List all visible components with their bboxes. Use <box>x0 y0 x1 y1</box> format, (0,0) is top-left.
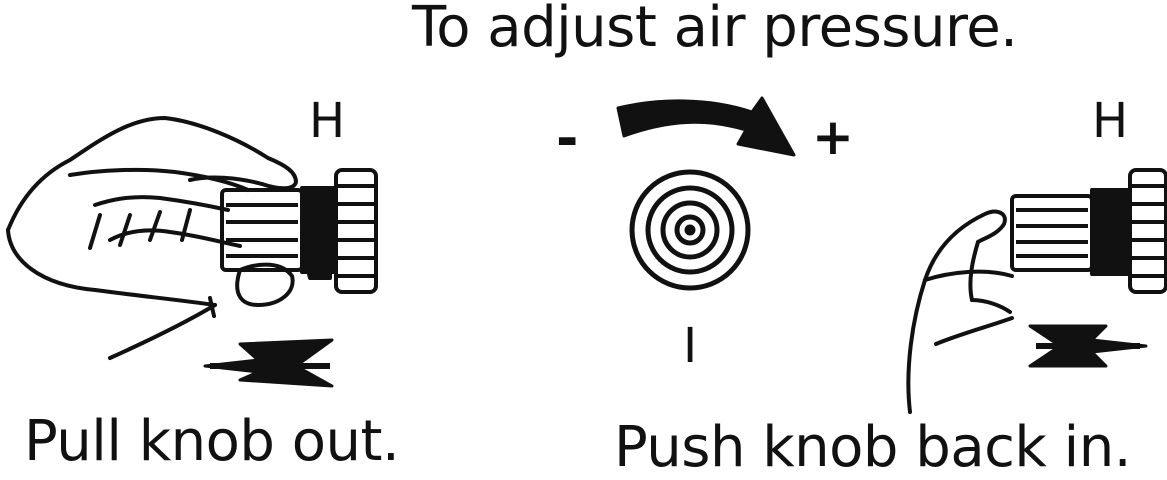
knob-icon-right <box>1010 168 1167 294</box>
diagram-title: To adjust air pressure. <box>412 0 1018 60</box>
hand-pull-icon <box>6 116 298 360</box>
rotation-arrow-icon <box>616 96 796 157</box>
label-high-right: H <box>1092 93 1129 149</box>
knob-icon <box>220 168 378 294</box>
label-high-left: H <box>309 93 346 149</box>
hand-push-icon <box>906 209 1014 414</box>
label-increase: + <box>812 108 854 166</box>
caption-pull: Pull knob out. <box>24 409 400 474</box>
arrow-right-icon <box>1028 324 1148 368</box>
dial-icon <box>629 169 751 291</box>
label-decrease: - <box>556 107 579 170</box>
caption-push: Push knob back in. <box>614 415 1132 480</box>
label-low: I <box>683 318 698 374</box>
arrow-left-icon <box>203 338 334 388</box>
